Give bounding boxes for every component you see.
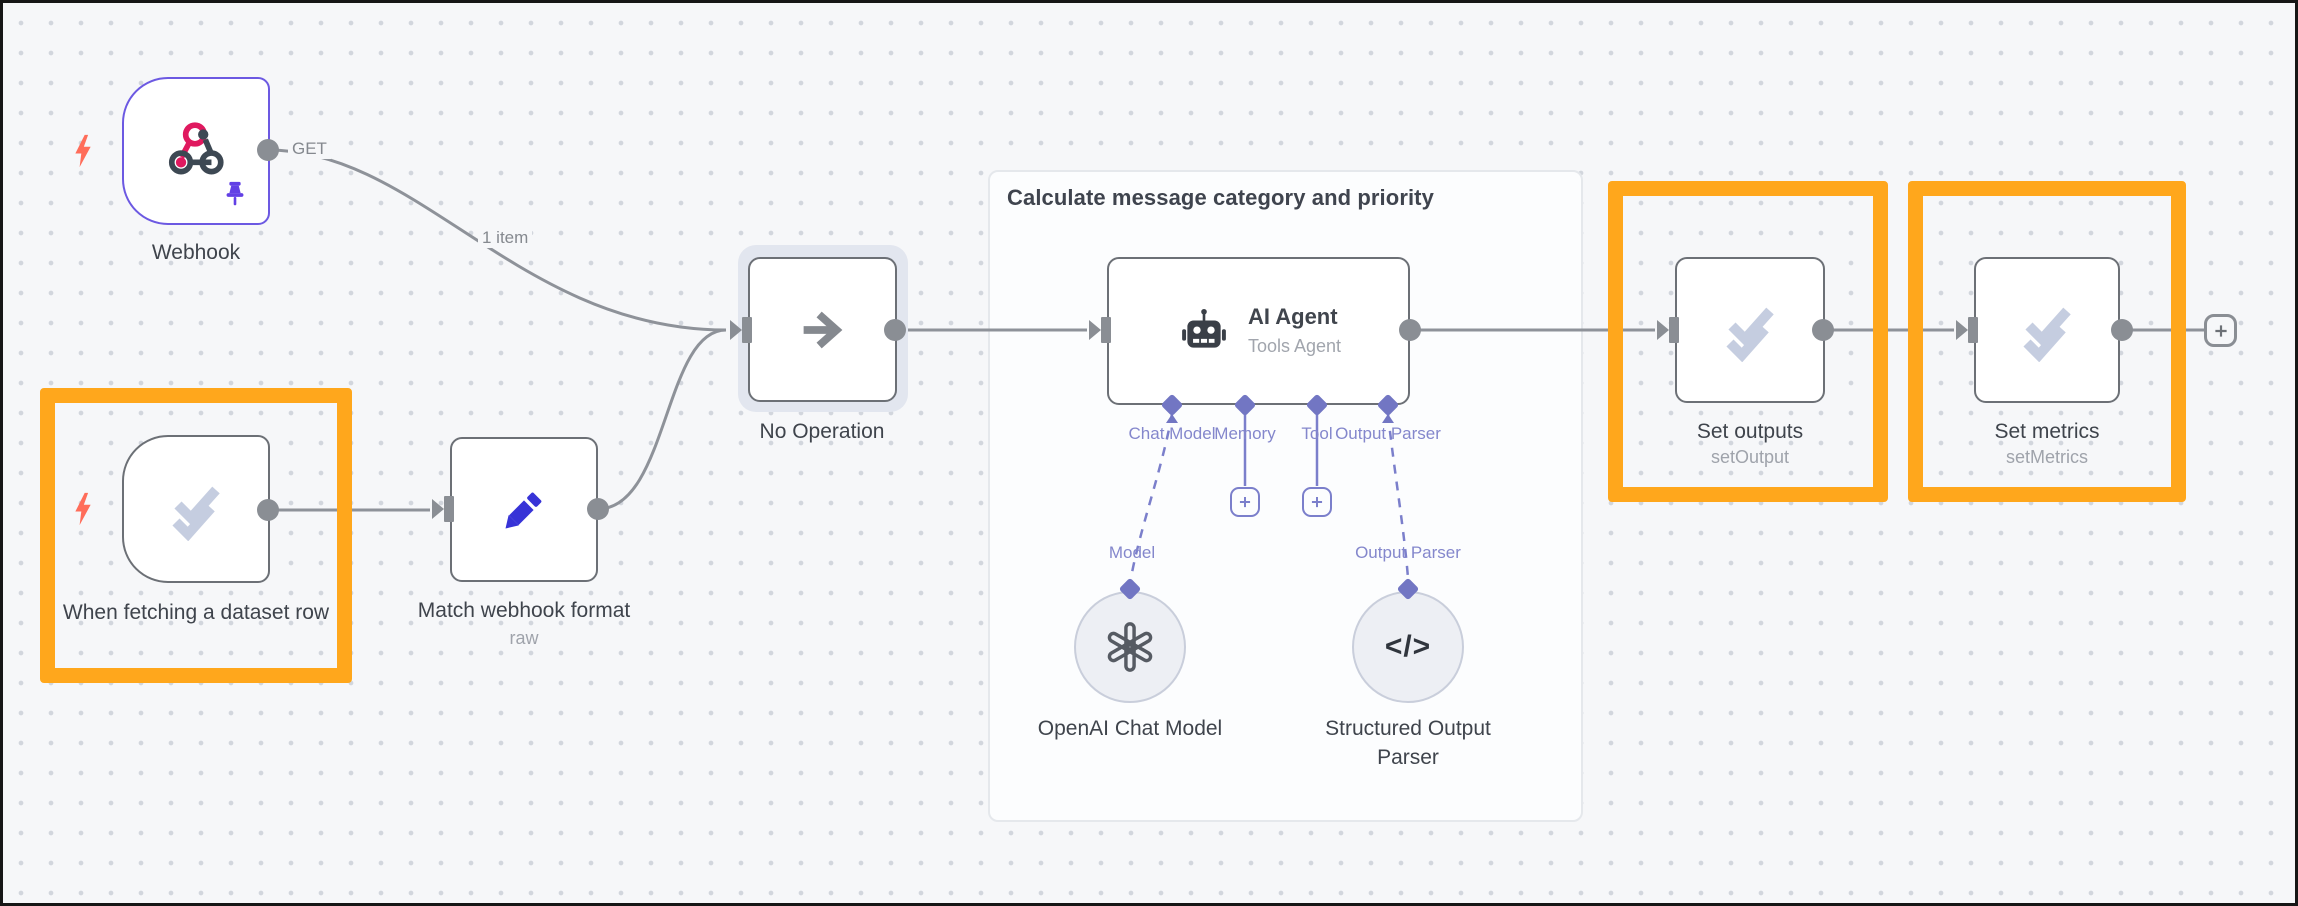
agent-output-parser-arrow <box>1382 414 1394 423</box>
set-outputs-label: Set outputs <box>1696 420 1804 443</box>
match-input-arrow[interactable] <box>432 499 444 519</box>
openai-icon <box>1107 622 1153 672</box>
noop-input-port[interactable] <box>742 317 752 343</box>
edge-agent-to-model <box>1129 413 1174 579</box>
setoutputs-output-port[interactable] <box>1812 319 1834 341</box>
noop-output-port[interactable] <box>884 319 906 341</box>
webhook-output-port[interactable] <box>257 139 279 161</box>
node-set-metrics[interactable] <box>1974 257 2120 403</box>
set-outputs-sublabel: setOutput <box>1710 447 1790 467</box>
noop-input-arrow[interactable] <box>730 320 742 340</box>
edge-webhook-to-noop <box>267 148 727 332</box>
agent-output-port[interactable] <box>1399 319 1421 341</box>
agent-chat-model-arrow <box>1166 414 1178 423</box>
plus-icon <box>1239 496 1251 508</box>
arrow-right-icon <box>803 311 842 348</box>
node-openai-chat-model[interactable] <box>1074 591 1186 703</box>
webhook-icon <box>168 122 224 175</box>
agent-input-arrow[interactable] <box>1089 320 1101 340</box>
edge-match-to-noop <box>597 328 727 511</box>
match-format-label: Match webhook format <box>417 599 631 622</box>
group-title: Calculate message category and priority <box>1007 185 1434 210</box>
match-output-port[interactable] <box>587 498 609 520</box>
openai-model-label: OpenAI Chat Model <box>1037 717 1223 740</box>
agent-tool-port-label: Tool <box>1301 424 1333 443</box>
ai-agent-subtitle: Tools Agent <box>1247 336 1342 356</box>
highlight-box-set-outputs <box>1608 181 1888 502</box>
item-count-label: 1 item <box>478 228 533 248</box>
agent-input-port[interactable] <box>1101 317 1111 343</box>
add-node-button[interactable] <box>2204 314 2237 347</box>
trigger-bolt-icon <box>75 134 91 168</box>
highlight-box-set-metrics <box>1908 181 2186 502</box>
node-webhook[interactable] <box>122 77 270 225</box>
robot-icon <box>1182 308 1226 348</box>
match-input-port[interactable] <box>444 496 454 522</box>
add-memory-button[interactable] <box>1230 487 1260 517</box>
setmetrics-input-arrow[interactable] <box>1956 320 1968 340</box>
match-format-sublabel: raw <box>509 628 539 648</box>
double-check-icon <box>2023 307 2071 362</box>
dataset-trigger-label: When fetching a dataset row <box>62 601 330 624</box>
highlight-box-dataset-trigger <box>40 388 352 683</box>
webhook-label: Webhook <box>151 241 241 264</box>
agent-memory-port-label: Memory <box>1214 424 1276 443</box>
structured-parser-label: Structured Output Parser <box>1325 717 1491 769</box>
output-parser-port-label: Output Parser <box>1355 543 1461 562</box>
pencil-icon <box>505 492 542 528</box>
node-dataset-trigger[interactable] <box>122 435 270 583</box>
node-structured-output-parser[interactable]: </> <box>1352 591 1464 703</box>
setmetrics-output-port[interactable] <box>2111 319 2133 341</box>
setoutputs-input-arrow[interactable] <box>1657 320 1669 340</box>
agent-chat-model-port-label: Chat Model <box>1128 424 1216 443</box>
plus-icon <box>2214 324 2227 337</box>
trigger-bolt-icon <box>75 492 91 526</box>
edge-agent-to-parser <box>1386 413 1410 579</box>
double-check-icon <box>1726 307 1774 362</box>
setmetrics-input-port[interactable] <box>1968 317 1978 343</box>
noop-label: No Operation <box>759 420 885 443</box>
set-metrics-sublabel: setMetrics <box>2005 447 2088 467</box>
dataset-output-port[interactable] <box>257 499 279 521</box>
node-set-outputs[interactable] <box>1675 257 1825 403</box>
double-check-icon <box>172 486 220 541</box>
node-match-webhook-format[interactable] <box>450 437 598 582</box>
model-port-label: Model <box>1108 543 1156 562</box>
node-no-operation[interactable] <box>748 257 897 402</box>
add-tool-button[interactable] <box>1302 487 1332 517</box>
agent-output-parser-port-label: Output Parser <box>1335 424 1441 443</box>
pin-icon <box>226 181 244 206</box>
plus-icon <box>1311 496 1323 508</box>
webhook-method-label: GET <box>288 139 331 159</box>
set-metrics-label: Set metrics <box>1994 420 2100 443</box>
setoutputs-input-port[interactable] <box>1669 317 1679 343</box>
ai-agent-title: AI Agent <box>1247 304 1338 329</box>
code-icon: </> <box>1384 630 1432 663</box>
node-ai-agent[interactable]: AI Agent Tools Agent <box>1107 257 1410 405</box>
